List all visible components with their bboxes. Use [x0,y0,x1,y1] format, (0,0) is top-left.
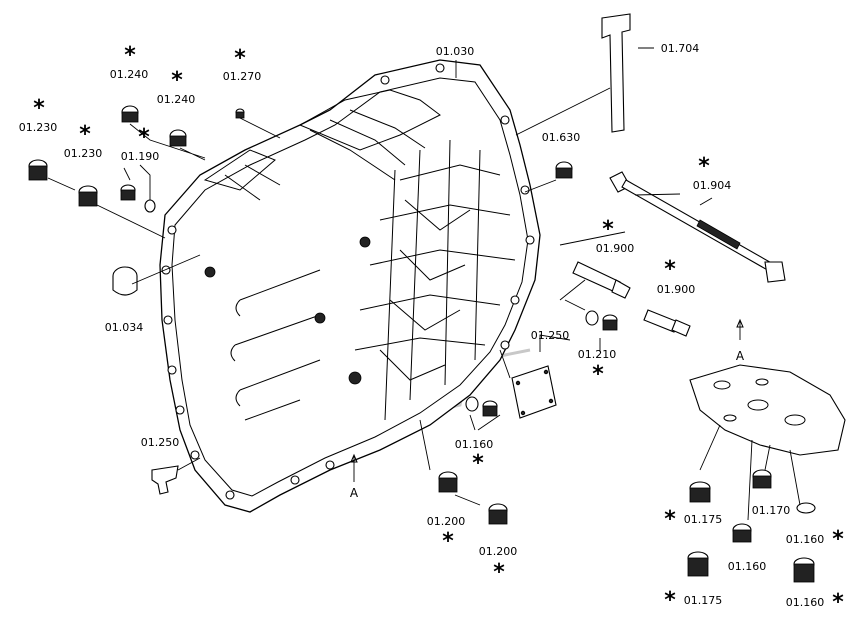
part-label-01034: 01.034 [105,321,144,334]
part-label-01200: 01.200 [427,515,466,528]
sensor-01900b [643,309,691,337]
part-label-01210: 01.210 [578,348,617,361]
transmission-housing [159,59,557,513]
part-label-01704: 01.704 [661,42,700,55]
part-label-01900: 01.900 [596,242,635,255]
asterisk-marker: * [138,125,150,150]
part-label-01190: 01.190 [121,150,160,163]
leader-lines [47,47,801,521]
asterisk-marker: * [33,96,45,121]
part-label-01160: 01.160 [786,533,825,546]
asterisk-marker: * [698,154,710,179]
asterisk-marker: * [171,68,183,93]
part-label-01160: 01.160 [728,560,767,573]
asterisk-marker: * [592,362,604,387]
part-label-01160: 01.160 [455,438,494,451]
small-parts [28,105,618,525]
asterisk-marker: * [124,43,136,68]
view-a-label: A [736,349,745,363]
asterisk-marker: * [832,527,844,552]
part-label-01175: 01.175 [684,594,723,607]
view-a-label: A [350,486,359,500]
part-label-01270: 01.270 [223,70,262,83]
asterisk-marker: * [602,217,614,242]
asterisk-marker: * [832,590,844,615]
part-label-01630: 01.630 [542,131,581,144]
part-label-01230: 01.230 [64,147,103,160]
asterisk-marker: * [664,588,676,613]
bracket-01704 [601,13,631,133]
part-label-01904: 01.904 [693,179,732,192]
part-label-01240: 01.240 [110,68,149,81]
asterisk-marker: * [472,451,484,476]
part-label-01240: 01.240 [157,93,196,106]
part-label-01200: 01.200 [479,545,518,558]
sensor-01900a [572,261,631,299]
asterisk-marker: * [79,122,91,147]
part-label-01030: 01.030 [436,45,475,58]
asterisk-marker: * [664,507,676,532]
part-label-01250: 01.250 [141,436,180,449]
asterisk-marker: * [493,560,505,585]
selector-rod-01904 [609,171,786,283]
part-label-01175: 01.175 [684,513,723,526]
part-label-01170: 01.170 [752,504,791,517]
part-label-01250: 01.250 [531,329,570,342]
asterisk-marker: * [234,46,246,71]
view-a-plate [687,364,846,583]
part-label-01900: 01.900 [657,283,696,296]
part-label-01230: 01.230 [19,121,58,134]
asterisk-marker: * [664,257,676,282]
part-label-01160: 01.160 [786,596,825,609]
asterisk-marker: * [442,529,454,554]
